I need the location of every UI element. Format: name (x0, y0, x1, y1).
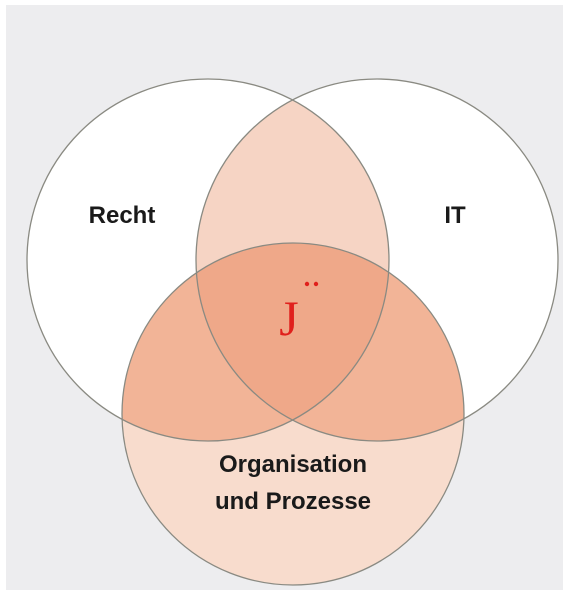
diagram-background: Recht IT Organisation und Prozesse J (6, 5, 563, 590)
label-org-line2: und Prozesse (215, 488, 371, 515)
venn-diagram: Recht IT Organisation und Prozesse J (26, 78, 559, 586)
center-logo: J (279, 281, 319, 346)
circle-recht-outline (26, 78, 390, 442)
label-org-line1: Organisation (219, 451, 367, 478)
circle-org-outline (121, 242, 465, 586)
label-recht: Recht (89, 202, 156, 229)
logo-dot-left (304, 281, 310, 287)
label-it: IT (444, 202, 466, 229)
logo-dot-right (313, 281, 319, 287)
logo-letter: J (279, 290, 298, 346)
circle-it-outline (195, 78, 559, 442)
